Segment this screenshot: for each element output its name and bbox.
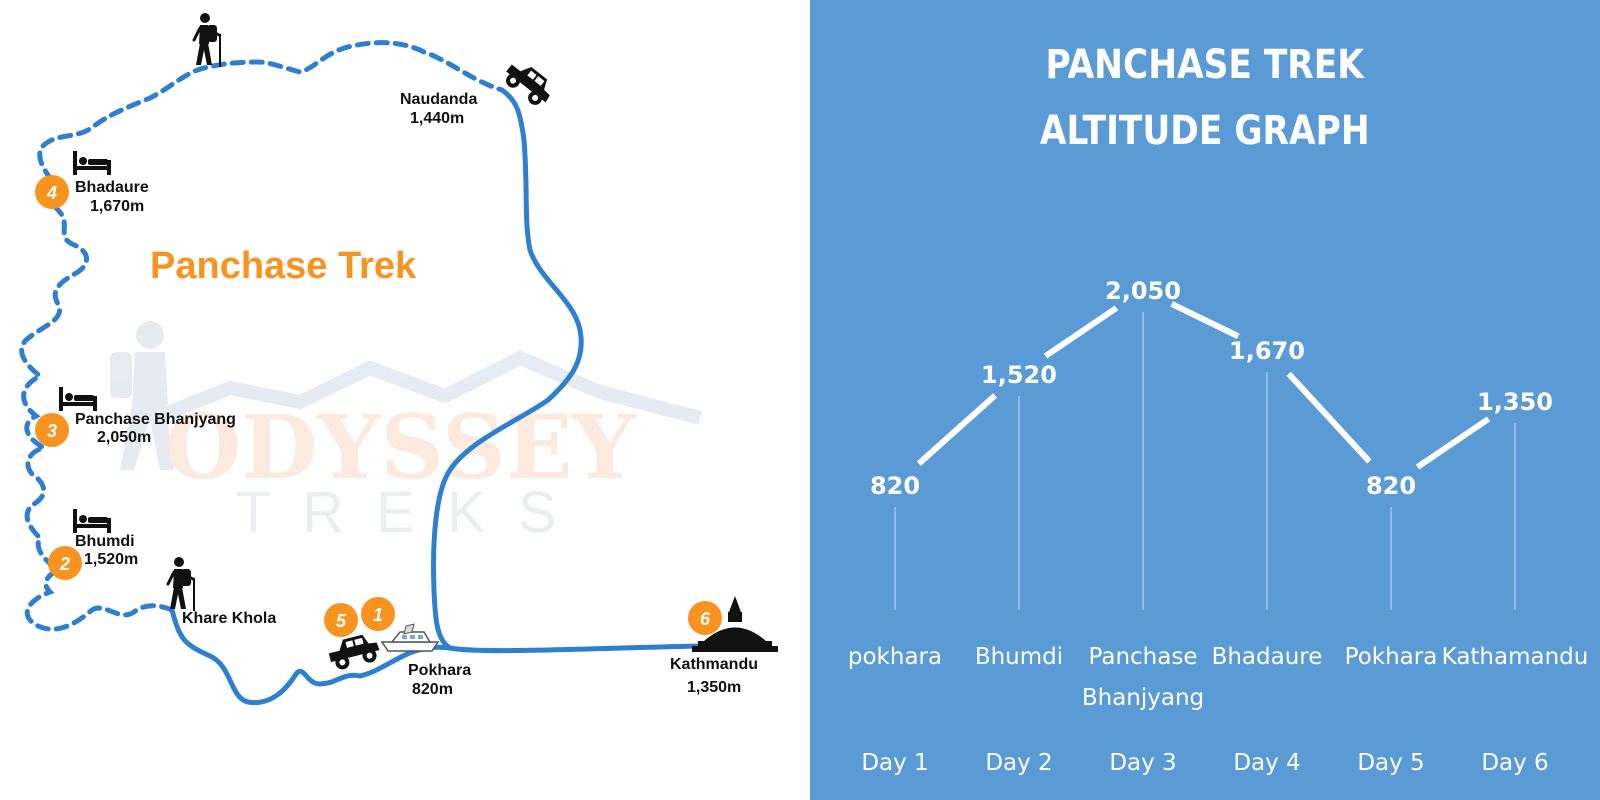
bhadaure-label: Bhadaure [75, 179, 149, 196]
altitude-value-label: 2,050 [1105, 277, 1181, 305]
altitude-segment-5 [1415, 416, 1491, 470]
day-marker-2: 2 [48, 546, 82, 580]
bhadaure-altitude: 1,670m [90, 198, 144, 215]
place-tick-label: Kathamandu [1442, 644, 1589, 670]
panchase-bhanjyang-altitude: 2,050m [97, 429, 151, 446]
bhumdi-altitude: 1,520m [84, 551, 138, 568]
kathmandu-altitude: 1,350m [687, 679, 741, 696]
place-tick-label: Bhumdi [975, 644, 1063, 670]
altitude-segment-4 [1286, 371, 1372, 464]
altitude-value-label: 820 [1366, 472, 1416, 500]
day-tick-label: Day 4 [1233, 750, 1300, 776]
altitude-segment-3 [1170, 301, 1240, 339]
day-tick-label: Day 6 [1481, 750, 1548, 776]
watermark-brand: ODYSSEY [165, 395, 637, 499]
place-tick-label: Panchase [1089, 644, 1198, 670]
svg-text:2: 2 [59, 554, 70, 574]
day-tick-label: Day 3 [1109, 750, 1176, 776]
boat-icon [381, 623, 439, 652]
day-marker-4: 4 [35, 175, 69, 209]
hike-out-route [169, 607, 453, 706]
altitude-value-label: 1,350 [1477, 388, 1553, 416]
pokhara-label: Pokhara [408, 662, 471, 679]
kathmandu-label: Kathmandu [670, 656, 758, 673]
day-marker-6: 6 [688, 601, 722, 635]
svg-text:5: 5 [336, 611, 347, 631]
watermark: ODYSSEY T R E K S [110, 321, 702, 545]
pokhara-altitude: 820m [412, 681, 453, 698]
bhumdi-bed-icon [73, 509, 111, 533]
place-tick-label: Pokhara [1345, 644, 1438, 670]
svg-text:4: 4 [46, 183, 57, 203]
bhumdi-label: Bhumdi [75, 533, 135, 550]
altitude-value-label: 1,520 [981, 361, 1057, 389]
place-tick-label: Bhadaure [1212, 644, 1323, 670]
naudanda-altitude: 1,440m [410, 110, 464, 127]
day-tick-label: Day 2 [985, 750, 1052, 776]
khare-khola-label: Khare Khola [182, 610, 276, 627]
day-tick-label: Day 1 [861, 750, 928, 776]
panchase-bed-icon [59, 387, 97, 411]
watermark-hiker-icon [110, 321, 174, 470]
altitude-value-label: 820 [870, 472, 920, 500]
place-tick-label: pokhara [848, 644, 942, 670]
altitude-graph-panel: PANCHASE TREK ALTITUDE GRAPH 820 1,520 2,0… [810, 0, 1600, 800]
graph-title-line1: PANCHASE TREK [1046, 40, 1366, 87]
day-tick-label: Day 5 [1357, 750, 1424, 776]
day-marker-1: 1 [361, 597, 395, 631]
altitude-segment-2 [1043, 305, 1119, 359]
altitude-value-label: 1,670 [1229, 337, 1305, 365]
trek-route [19, 40, 505, 632]
graph-title-line2: ALTITUDE GRAPH [1040, 106, 1370, 153]
svg-text:3: 3 [47, 421, 57, 441]
route-map: ODYSSEY T R E K S Panchase Trek [19, 12, 778, 706]
panchase-bhanjyang-label: Panchase Bhanjyang [75, 411, 236, 428]
pokhara-jeep-icon [326, 631, 382, 672]
watermark-tagline: T R E K S [236, 480, 565, 545]
hiker-icon [192, 12, 222, 68]
map-canvas: ODYSSEY T R E K S Panchase Trek [19, 12, 778, 706]
altitude-chart: PANCHASE TREK ALTITUDE GRAPH 820 1,520 2,0… [848, 40, 1588, 776]
place-tick-label: Bhanjyang [1082, 685, 1204, 711]
khare-khola-hiker-icon [166, 556, 196, 612]
svg-text:1: 1 [373, 605, 383, 625]
naudanda-jeep-icon [500, 56, 558, 111]
svg-text:6: 6 [700, 609, 711, 629]
altitude-segment-1 [916, 393, 998, 466]
day-marker-5: 5 [324, 603, 358, 637]
map-title: Panchase Trek [150, 245, 417, 287]
naudanda-label: Naudanda [400, 91, 477, 108]
day-marker-3: 3 [35, 413, 69, 447]
bhadaure-bed-icon [73, 151, 111, 175]
